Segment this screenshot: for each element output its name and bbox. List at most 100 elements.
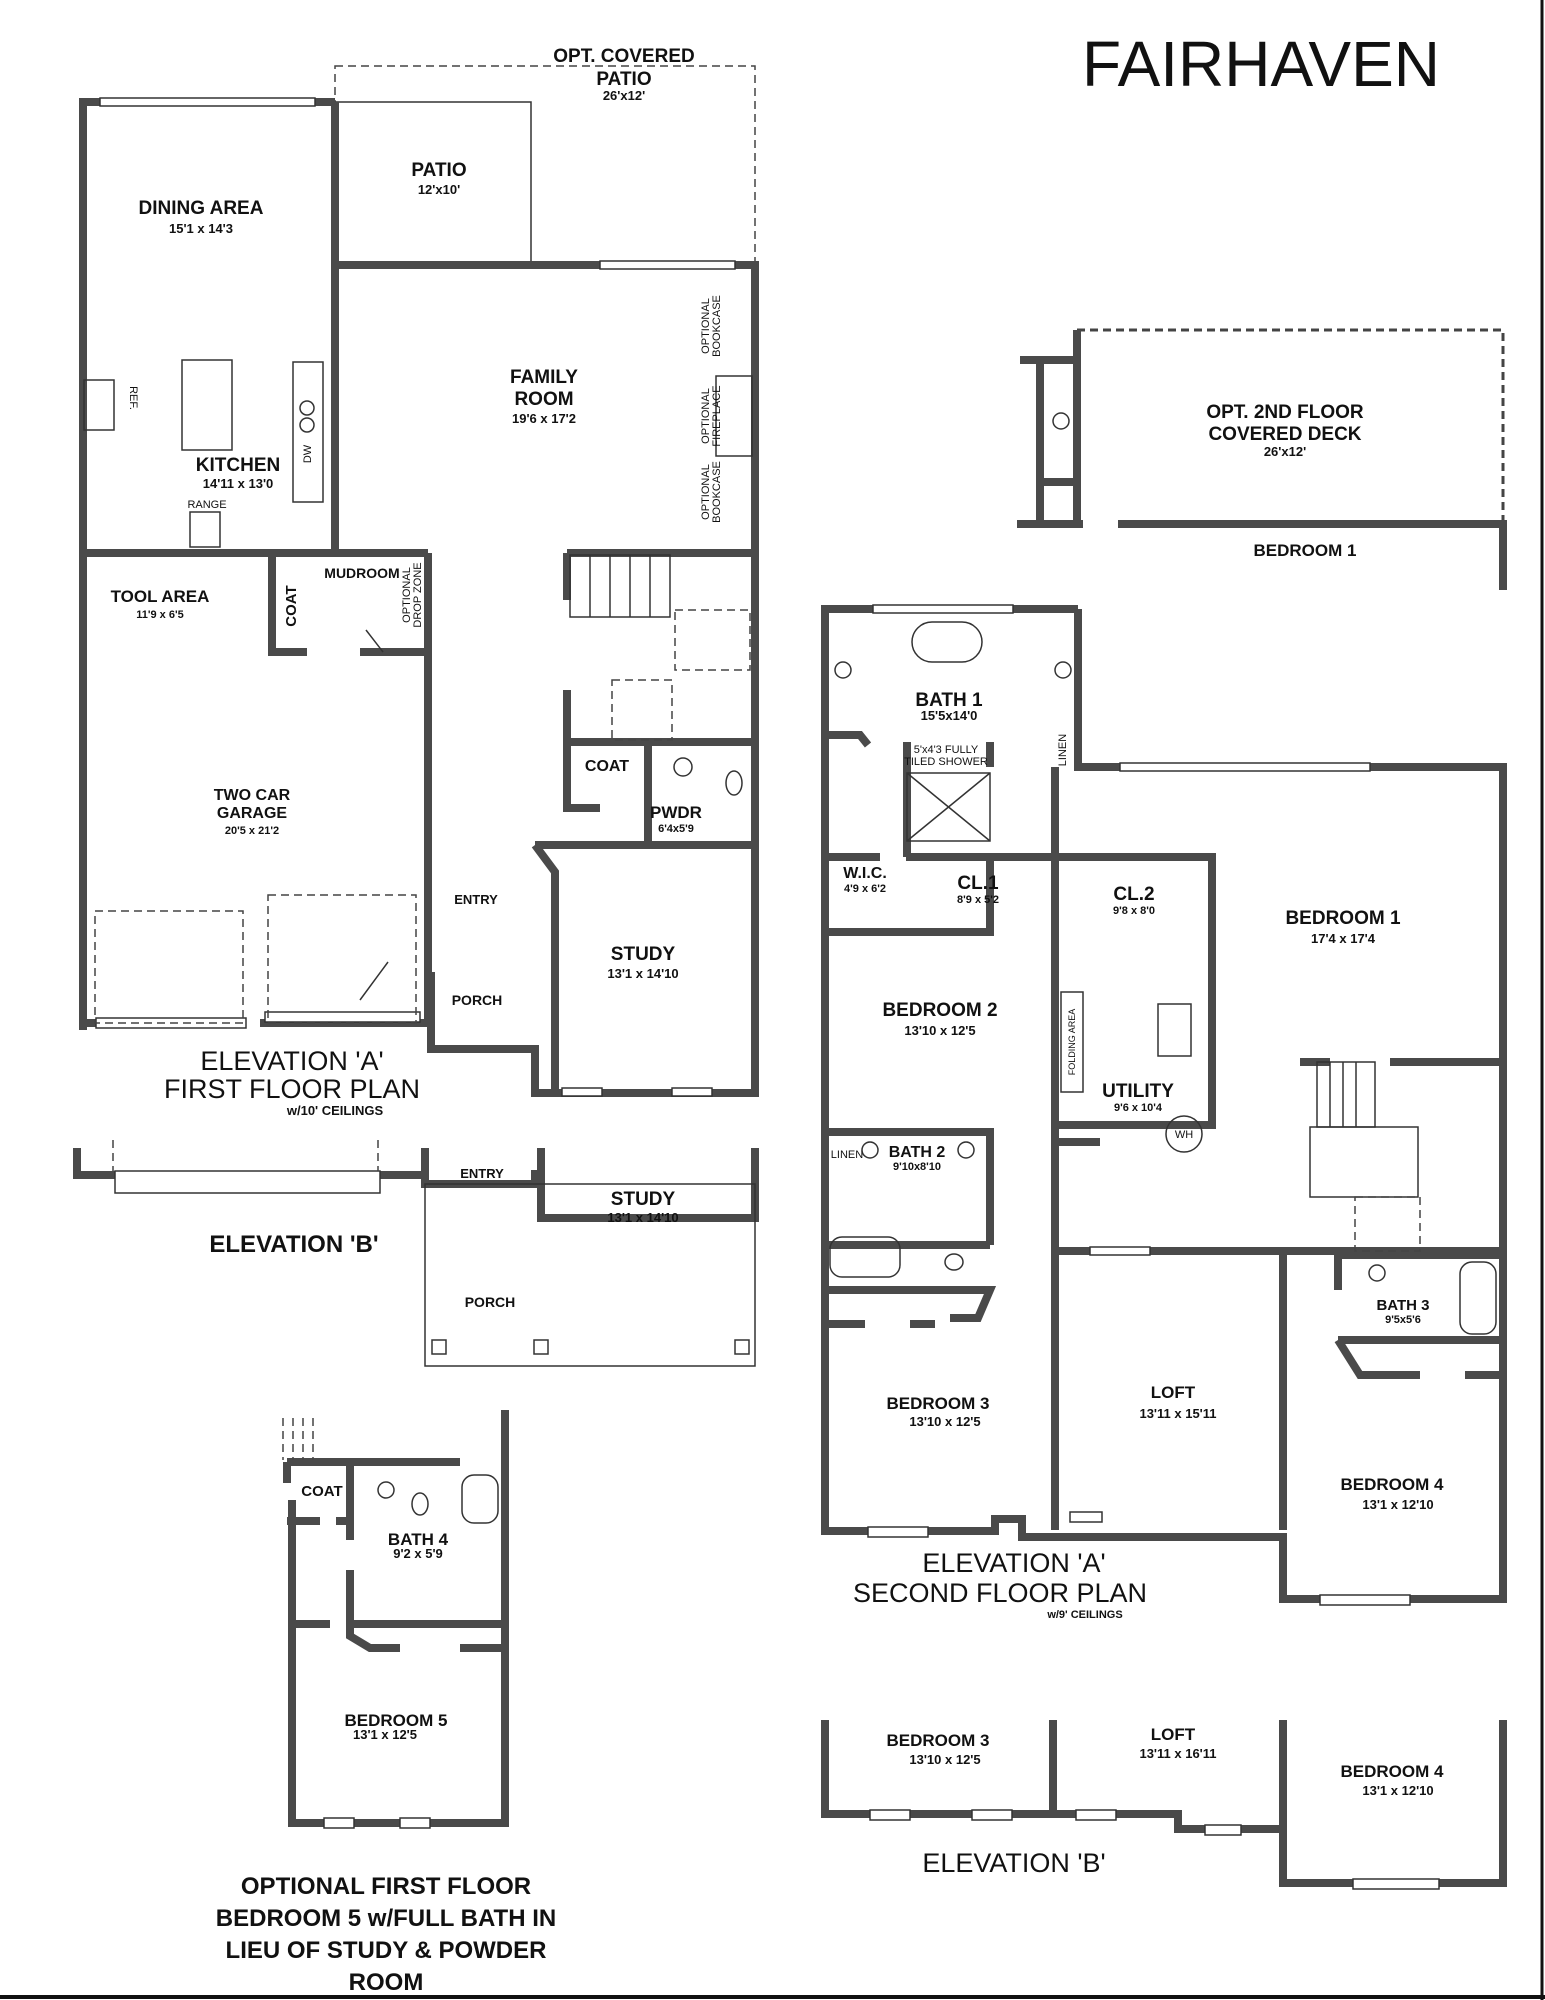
bathtub-icon bbox=[461, 1474, 499, 1524]
dining-dim: 15'1 x 14'3 bbox=[169, 221, 233, 236]
shower-icon bbox=[906, 772, 991, 842]
bedroom1-label: BEDROOM 1 bbox=[1254, 541, 1357, 560]
study-label: STUDY bbox=[611, 944, 676, 965]
first-floor-ceilings: w/10' CEILINGS bbox=[286, 1103, 384, 1118]
bedroom5-label: BEDROOM 5 bbox=[345, 1711, 448, 1730]
first-floor-plan: OPT. COVERED PATIO 26'x12' PATIO 12'x10'… bbox=[79, 46, 759, 1118]
sink-icon bbox=[1052, 412, 1070, 430]
bath3-label: BATH 3 bbox=[1376, 1297, 1429, 1314]
shower-note: TILED SHOWER bbox=[904, 756, 988, 768]
deck-dim: 26'x12' bbox=[1264, 444, 1306, 459]
patio-label: PATIO bbox=[411, 160, 466, 181]
bookcase-label: OPTIONALBOOKCASE bbox=[700, 461, 723, 523]
study-window bbox=[561, 1087, 603, 1097]
second-floor-caption: SECOND FLOOR PLAN bbox=[853, 1578, 1147, 1608]
elevation-b-caption: ELEVATION 'B' bbox=[209, 1231, 378, 1258]
study-label: STUDY bbox=[611, 1189, 676, 1210]
family-room-label: FAMILY bbox=[510, 367, 578, 388]
deck-label: OPT. 2ND FLOOR bbox=[1206, 402, 1364, 423]
opt-covered-patio-label: OPT. COVERED bbox=[553, 46, 694, 67]
sink-icon bbox=[299, 400, 315, 416]
study-dim: 13'1 x 14'10 bbox=[607, 966, 678, 981]
sink-icon bbox=[957, 1141, 975, 1159]
bedroom5-caption: LIEU OF STUDY & POWDER bbox=[226, 1937, 547, 1964]
entry-label: ENTRY bbox=[454, 892, 498, 907]
staircase bbox=[1309, 1061, 1421, 1252]
kitchen-label: KITCHEN bbox=[196, 455, 280, 476]
bookcase-label: OPTIONALBOOKCASE bbox=[700, 295, 723, 357]
folding-area bbox=[1060, 991, 1084, 1093]
optional-bedroom-5-plan: COAT BATH 4 9'2 x 5'9 BEDROOM 5 13'1 x 1… bbox=[216, 1410, 556, 1996]
ref-label: REF. bbox=[127, 386, 139, 410]
door-swing bbox=[359, 629, 389, 1001]
washer-dryer-icon bbox=[1157, 1003, 1192, 1057]
bedroom3-label: BEDROOM 3 bbox=[887, 1731, 990, 1750]
covered-deck-plan: OPT. 2ND FLOOR COVERED DECK 26'x12' BEDR… bbox=[1017, 328, 1507, 590]
first-floor-elevation-b: ELEVATION 'B' ENTRY STUDY 13'1 x 14'10 P… bbox=[73, 1140, 759, 1367]
pwdr-toilet-icon bbox=[725, 770, 743, 796]
mudroom-walls bbox=[268, 549, 428, 656]
study-dim: 13'1 x 14'10 bbox=[607, 1210, 678, 1225]
pwdr-dim: 6'4x5'9 bbox=[658, 823, 694, 835]
entry-label: ENTRY bbox=[460, 1166, 504, 1181]
toilet-icon bbox=[944, 1253, 964, 1271]
plan-title: FAIRHAVEN bbox=[1082, 28, 1440, 100]
family-room-label: ROOM bbox=[514, 389, 573, 410]
bath4-label: BATH 4 bbox=[388, 1530, 449, 1549]
garage-dim: 20'5 x 21'2 bbox=[225, 825, 279, 837]
bedroom1-dim: 17'4 x 17'4 bbox=[1311, 931, 1376, 946]
family-window bbox=[599, 260, 736, 270]
cl1-dim: 8'9 x 5'2 bbox=[957, 894, 999, 906]
bedroom3-dim: 13'10 x 12'5 bbox=[909, 1752, 980, 1767]
kitchen-counter bbox=[292, 361, 324, 503]
bedroom4-label: BEDROOM 4 bbox=[1341, 1762, 1445, 1781]
second-floor-plan: BATH 1 15'5x14'0 5'x4'3 FULLY TILED SHOW… bbox=[821, 604, 1507, 1621]
second-floor-caption: ELEVATION 'A' bbox=[922, 1548, 1105, 1578]
bedroom5-caption: OPTIONAL FIRST FLOOR bbox=[241, 1873, 531, 1900]
refrigerator-icon bbox=[83, 379, 115, 431]
kitchen-island bbox=[181, 359, 233, 451]
sink-icon bbox=[299, 417, 315, 433]
coat-label: COAT bbox=[301, 1483, 342, 1500]
porch-label: PORCH bbox=[452, 992, 503, 1008]
bathtub-icon bbox=[1459, 1261, 1497, 1335]
bath4-dim: 9'2 x 5'9 bbox=[393, 1546, 443, 1561]
mudroom-label: MUDROOM bbox=[324, 565, 399, 581]
loft-opening bbox=[1089, 1246, 1151, 1256]
dw-label: DW bbox=[302, 444, 314, 463]
utility-label: UTILITY bbox=[1102, 1081, 1174, 1102]
sink-icon bbox=[1054, 661, 1072, 679]
deck-label: COVERED DECK bbox=[1208, 424, 1361, 445]
opt-covered-patio-label: PATIO bbox=[596, 69, 651, 90]
linen-label: LINEN bbox=[1057, 734, 1069, 766]
cl1-label: CL.1 bbox=[957, 873, 999, 894]
shower-note: 5'x4'3 FULLY bbox=[914, 744, 979, 756]
bath2-dim: 9'10x8'10 bbox=[893, 1161, 941, 1173]
bedroom4-label: BEDROOM 4 bbox=[1341, 1475, 1445, 1494]
fireplace-label: OPTIONALFIREPLACE bbox=[700, 385, 723, 446]
first-floor-caption: FIRST FLOOR PLAN bbox=[164, 1074, 420, 1104]
second-floor-elevation-b: BEDROOM 3 13'10 x 12'5 LOFT 13'11 x 16'1… bbox=[821, 1720, 1507, 1890]
bedroom4-dim: 13'1 x 12'10 bbox=[1362, 1497, 1433, 1512]
toilet-icon bbox=[411, 1492, 429, 1516]
opt-covered-patio-dim: 26'x12' bbox=[603, 88, 645, 103]
dining-window bbox=[99, 97, 316, 107]
loft-label: LOFT bbox=[1151, 1725, 1196, 1744]
drop-zone-label: OPTIONALDROP ZONE bbox=[401, 562, 424, 627]
folding-area-label: FOLDING AREA bbox=[1067, 1009, 1077, 1076]
first-floor-caption: ELEVATION 'A' bbox=[200, 1046, 383, 1076]
bedroom4-dim: 13'1 x 12'10 bbox=[1362, 1783, 1433, 1798]
garage-label: GARAGE bbox=[217, 805, 288, 822]
sink-icon bbox=[377, 1481, 395, 1499]
tool-area-dim: 11'9 x 6'5 bbox=[136, 609, 183, 621]
cl2-dim: 9'8 x 8'0 bbox=[1113, 905, 1155, 917]
bedroom2-dim: 13'10 x 12'5 bbox=[904, 1023, 975, 1038]
wh-label: WH bbox=[1175, 1129, 1193, 1141]
dining-label: DINING AREA bbox=[139, 198, 264, 219]
bedroom5-dim: 13'1 x 12'5 bbox=[353, 1727, 417, 1742]
sink-icon bbox=[834, 661, 852, 679]
loft-dim: 13'11 x 16'11 bbox=[1139, 1746, 1216, 1761]
bath2-label: BATH 2 bbox=[889, 1144, 946, 1161]
pwdr-sink-icon bbox=[673, 757, 693, 777]
